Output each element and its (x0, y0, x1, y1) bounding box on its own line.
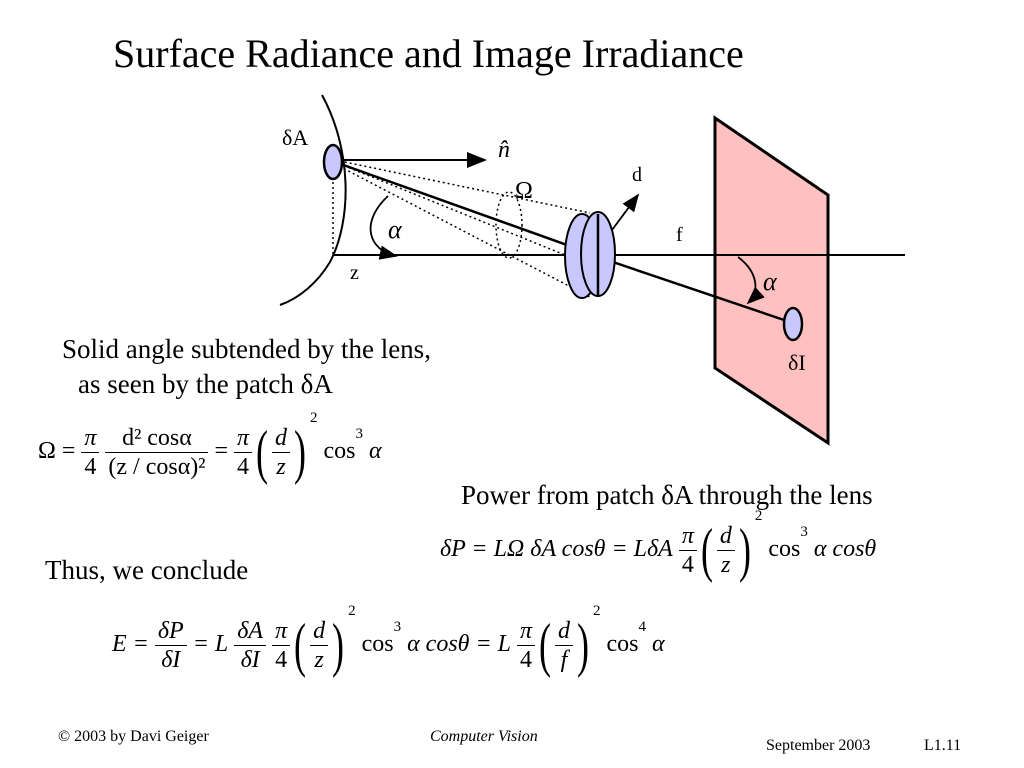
conclusion-text: Thus, we conclude (45, 555, 249, 585)
chief-ray (334, 160, 596, 257)
solid-angle-text-1: Solid angle subtended by the lens, (62, 334, 431, 364)
solid-angle-ellipse (495, 191, 523, 259)
radiometry-diagram: δA n̂ Ω d α z f α δI (279, 94, 905, 446)
power-text: Power from patch δA through the lens (461, 480, 873, 510)
cone-line-mid (334, 161, 571, 258)
solid-angle-text-2: as seen by the patch δA (78, 369, 333, 399)
alpha-arc-left (369, 195, 398, 260)
footer-slide-number: L1.11 (924, 737, 962, 754)
cone-line-top (334, 159, 591, 214)
label-z: z (350, 262, 359, 284)
label-image-patch: δI (788, 350, 806, 375)
footer-date: September 2003 (766, 737, 871, 754)
image-plane (713, 115, 830, 446)
image-ray (597, 255, 791, 324)
label-omega: Ω (515, 178, 533, 204)
image-patch (782, 306, 804, 342)
page-title: Surface Radiance and Image Irradiance (113, 31, 744, 76)
label-f: f (676, 224, 683, 246)
cone-line-bottom (334, 163, 591, 298)
surface-patch (322, 143, 344, 181)
label-alpha-right: α (763, 267, 778, 296)
footer-course: Computer Vision (430, 728, 538, 745)
footer-copyright: © 2003 by Davi Geiger (58, 728, 209, 745)
surface-curve (279, 94, 347, 306)
diameter-arrow (611, 193, 640, 231)
label-d: d (632, 164, 642, 186)
label-alpha-left: α (388, 215, 403, 244)
label-normal: n̂ (498, 137, 510, 163)
label-patch: δA (282, 125, 308, 150)
alpha-arc-right (737, 256, 765, 305)
